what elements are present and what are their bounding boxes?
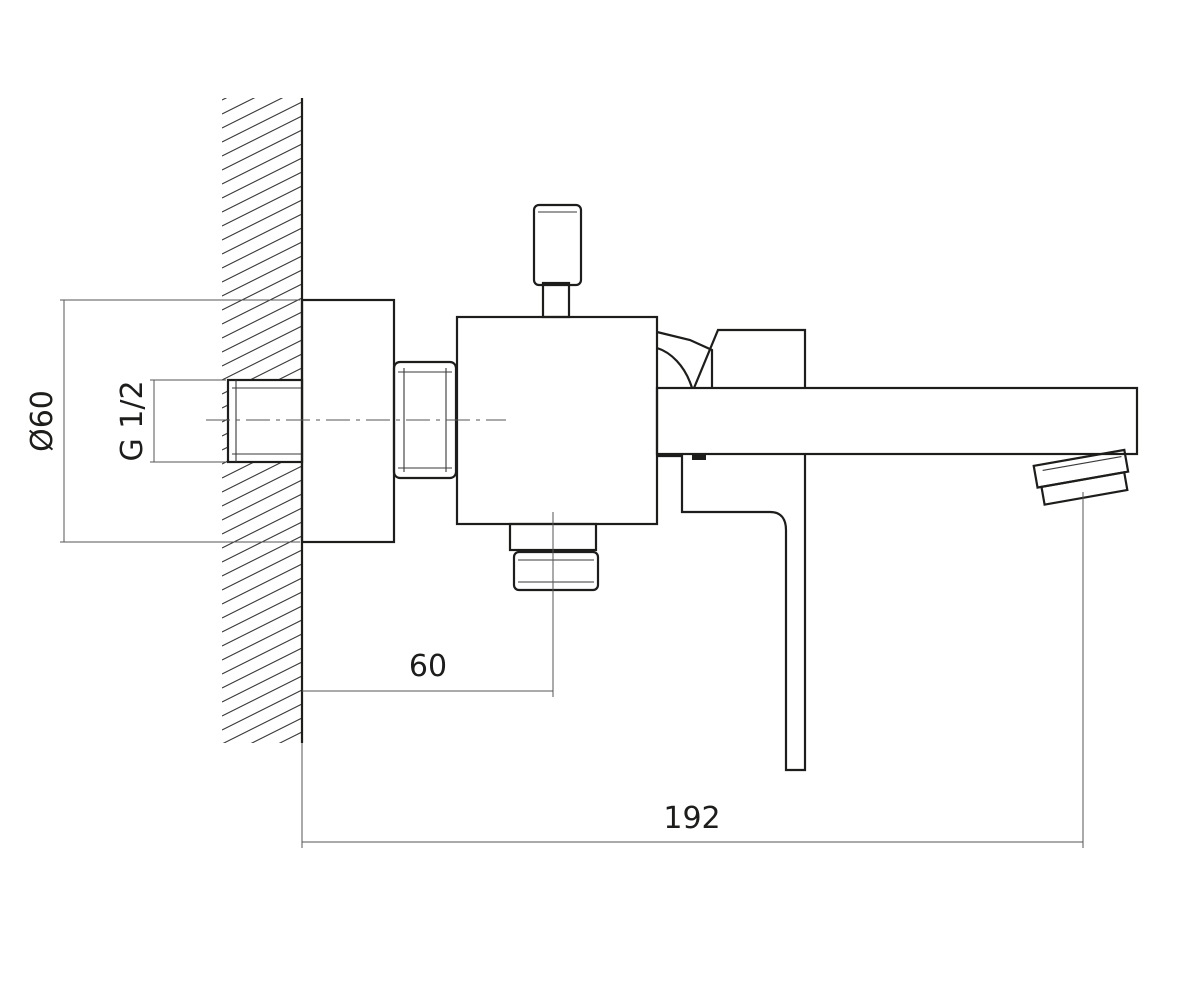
spout-projection-dimension: 192: [301, 492, 1084, 848]
inlet-offset-label: 60: [409, 649, 447, 684]
hatch-line: [222, 311, 302, 353]
hatch-line: [222, 465, 302, 507]
hatch-line: [222, 297, 302, 339]
hatch-line: [222, 774, 302, 814]
hatch-line: [222, 535, 302, 577]
hatch-line: [222, 98, 256, 115]
aerator: [1032, 448, 1130, 506]
spout: [655, 386, 1139, 456]
hatch-line: [222, 633, 302, 675]
hatch-line: [222, 675, 302, 717]
hatch-line: [222, 746, 302, 786]
hatch-line: [222, 507, 302, 549]
hatch-line: [222, 143, 302, 185]
hatch-line: [222, 479, 302, 521]
hatch-line: [222, 647, 302, 689]
hatch-line: [222, 760, 302, 800]
hatch-line: [222, 577, 302, 619]
hatch-line: [222, 185, 302, 227]
hatch-line: [222, 157, 302, 199]
hatch-line: [222, 269, 302, 311]
hatch-line: [250, 717, 302, 743]
hatch-line: [222, 115, 302, 157]
hatch-line: [222, 563, 302, 605]
hatch-line: [222, 325, 302, 367]
hatch-line: [222, 101, 302, 143]
thread-dimension: G 1/2: [115, 379, 226, 463]
hatch-line: [222, 493, 302, 535]
wall-flange: [300, 298, 396, 544]
hatch-line: [222, 129, 302, 171]
hatch-line: [222, 788, 302, 828]
spout-projection-label: 192: [663, 801, 720, 836]
hatch-line: [222, 213, 302, 255]
hatch-line: [222, 339, 302, 381]
inlet-offset-dimension: 60: [302, 512, 554, 697]
diameter-dimension: Ø60: [25, 299, 300, 543]
diameter-label: Ø60: [25, 390, 60, 452]
hatch-line: [222, 283, 302, 325]
hatch-line: [222, 241, 302, 283]
hatch-line: [278, 731, 302, 743]
shower-outlet: [508, 522, 600, 592]
hatch-line: [222, 255, 302, 297]
thread-label: G 1/2: [115, 380, 150, 461]
hatch-line: [222, 689, 302, 731]
hatch-line: [222, 619, 302, 661]
hatch-line: [222, 661, 302, 703]
hatch-line: [222, 549, 302, 591]
hatch-line: [222, 591, 302, 633]
diverter-knob: [532, 203, 583, 319]
threaded-inlet: [226, 378, 304, 464]
hatch-line: [222, 98, 284, 129]
hatch-line: [222, 171, 302, 213]
hatch-line: [222, 227, 302, 269]
hatch-line: [222, 199, 302, 241]
hatch-line: [222, 98, 228, 101]
hatch-line: [222, 605, 302, 647]
lever-handle: [656, 328, 807, 772]
hatch-line: [222, 703, 302, 743]
